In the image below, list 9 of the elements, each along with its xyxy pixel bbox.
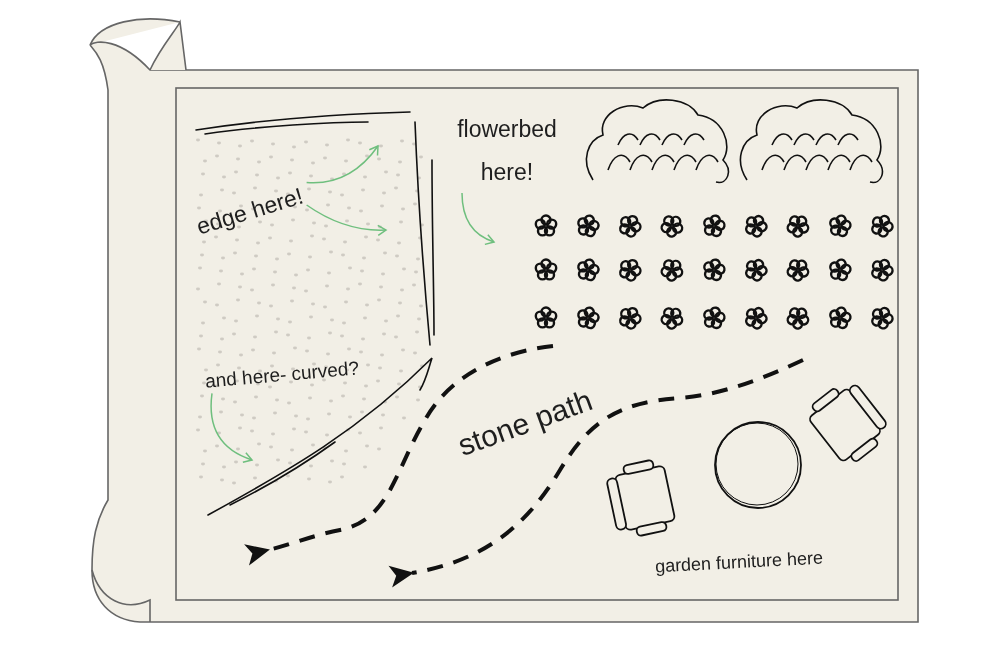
- path-label: stone path: [453, 382, 598, 464]
- furniture-label: garden furniture here: [654, 547, 824, 578]
- handwritten-note: and here- curved?: [204, 357, 360, 394]
- handwritten-note: flowerbed here!: [442, 108, 572, 194]
- pointer-arrow: [461, 192, 495, 245]
- handwritten-note: edge here!: [193, 182, 307, 242]
- pointer-arrow: [305, 204, 387, 236]
- pointer-arrow: [305, 145, 379, 184]
- pointer-arrow: [210, 392, 253, 463]
